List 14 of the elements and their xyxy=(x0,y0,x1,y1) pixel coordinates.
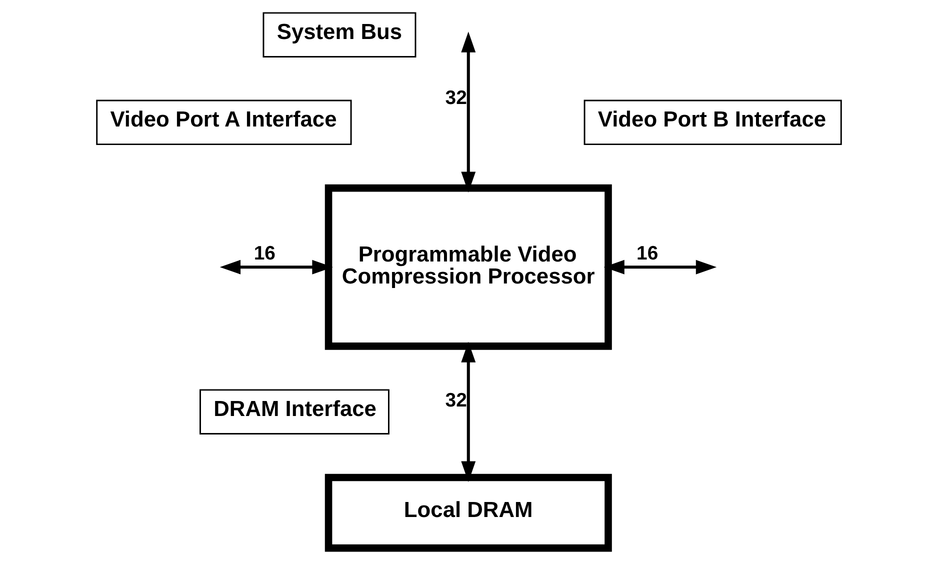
node-box: Local DRAM xyxy=(324,474,612,552)
arrow xyxy=(604,260,717,274)
node-box: Programmable Video Compression Processor xyxy=(324,184,612,350)
arrow xyxy=(220,260,333,274)
node-box: Video Port A Interface xyxy=(96,100,352,146)
node-box: DRAM Interface xyxy=(200,389,390,434)
edge-label: 16 xyxy=(254,242,276,265)
edge-label: 16 xyxy=(636,242,658,265)
edge-label: 32 xyxy=(445,389,467,412)
arrow xyxy=(461,342,476,482)
edge-label: 32 xyxy=(445,87,467,110)
node-box: Video Port B Interface xyxy=(584,100,842,146)
node-box: System Bus xyxy=(262,12,416,58)
arrow xyxy=(461,32,476,192)
